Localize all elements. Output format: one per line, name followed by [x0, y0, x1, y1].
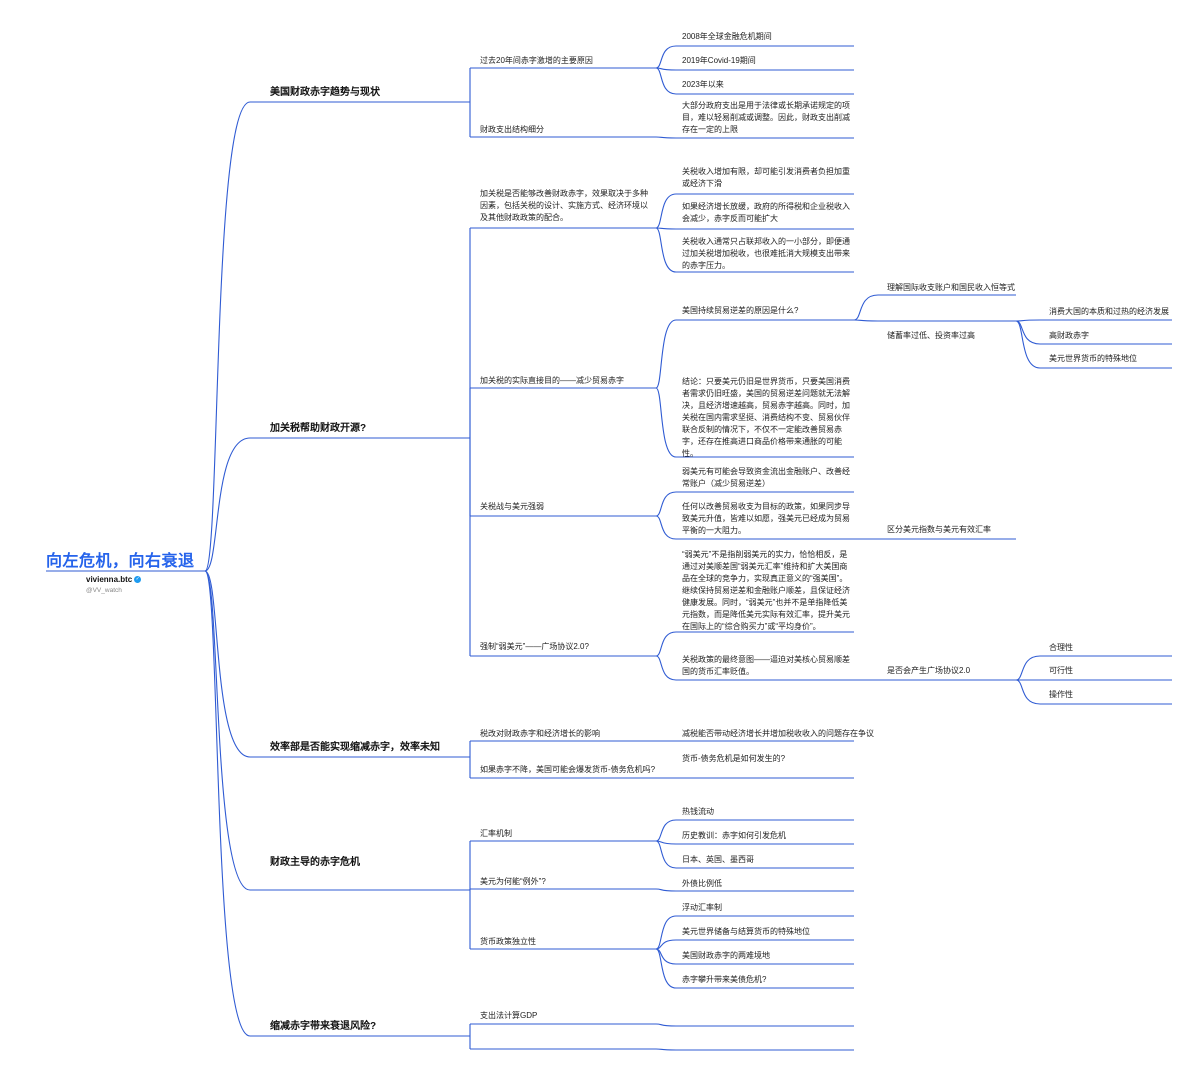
connector — [655, 193, 677, 229]
connector — [204, 570, 251, 1037]
connector — [1015, 655, 1041, 681]
node-deficit-reason: 美国持续贸易逆差的原因是什么? — [682, 306, 799, 315]
connector — [655, 948, 677, 989]
node-savings-low: 储蓄率过低、投资率过高 — [887, 331, 975, 340]
node-2023: 2023年以来 — [682, 80, 724, 89]
connector — [853, 294, 879, 321]
connector — [204, 101, 251, 572]
node-operability: 操作性 — [1049, 690, 1073, 699]
connector — [1015, 320, 1041, 369]
connector — [655, 136, 677, 139]
node-efficiency: 减税能否带动经济增长并增加税收收入的问题存在争议 — [682, 729, 874, 738]
node-conclusion: 结论：只要美元仍旧是世界货币，只要美国消费者需求仍旧旺盛，美国的贸易逆差问题就无… — [682, 377, 850, 458]
branch-dilemma: 缩减赤字带来衰退风险? — [270, 1021, 377, 1032]
connector — [655, 227, 677, 273]
connector — [655, 915, 677, 950]
root-title: 向左危机，向右衰退 — [46, 553, 195, 570]
node-monetary-independence: 美元世界储备与结算货币的特殊地位 — [682, 927, 810, 936]
node-countries: 外债比例低 — [682, 879, 722, 888]
connector — [655, 819, 677, 842]
node-hot-money: 日本、英国、墨西哥 — [682, 855, 754, 864]
connector — [655, 319, 677, 389]
node-reserve-currency: 赤字攀升带来美债危机? — [682, 975, 767, 984]
connector — [204, 437, 251, 572]
node-feasibility: 可行性 — [1049, 666, 1073, 675]
node-tariff-effect: 加关税是否能够改善财政赤字，效果取决于多种因素，包括关税的设计、实施方式、经济环… — [480, 189, 648, 222]
connector — [655, 939, 677, 950]
node-bop-identity: 理解国际收支账户和国民收入恒等式 — [887, 283, 1015, 292]
connector — [1015, 679, 1041, 705]
node-exchange-mechanism: 历史教训：赤字如何引发危机 — [682, 831, 786, 840]
connector — [655, 45, 677, 69]
node-growth-slow: 如果经济增长放缓，政府的所得税和企业税收入会减少，赤字反而可能扩大 — [682, 202, 850, 223]
node-tariff-dollar: 关税战与美元强弱 — [480, 502, 544, 511]
node-debt-crisis: 支出法计算GDP — [480, 1011, 538, 1020]
connector — [655, 840, 677, 869]
node-deficit-causes: 过去20年间赤字激增的主要原因 — [480, 56, 593, 65]
branch-currency-crisis: 财政主导的赤字危机 — [270, 857, 360, 868]
node-spending-limit: 大部分政府支出是用于法律或长期承诺规定的项目，难以轻易削减或调整。因此，财政支出… — [682, 101, 850, 134]
node-fiscal-crisis: 热钱流动 — [682, 807, 714, 816]
node-weak-dollar: 强制“弱美元”——广场协议2.0? — [480, 642, 589, 651]
connector — [655, 631, 677, 657]
node-weak-dollar-flow: 弱美元有可能会导致资金流出金融账户、改善经常账户（减少贸易逆差） — [682, 467, 850, 488]
node-floating-rate: 美国财政赤字的两难境地 — [682, 951, 770, 960]
node-dollar-exception: 货币政策独立性 — [480, 937, 536, 946]
node-low-debt: 浮动汇率制 — [682, 903, 722, 912]
connector — [853, 319, 879, 322]
node-dollar-index: 区分美元指数与美元有效汇率 — [887, 525, 991, 534]
node-tax-cut: 货币-债务危机是如何发生的? — [682, 754, 786, 763]
node-strong-dollar: 任何以改善贸易收支为目标的政策，如果同步导致美元升值，皆难以如愿，强美元已经成为… — [682, 502, 850, 535]
node-weak-dollar-meaning: “弱美元”不是指削弱美元的实力，恰恰相反，是通过对美顺差国“弱美元汇率”维持和扩… — [682, 550, 850, 631]
node-plaza-accord: 是否会产生广场协议2.0 — [887, 666, 971, 675]
node-high-deficit: 高财政赤字 — [1049, 331, 1089, 340]
node-consumption: 消费大国的本质和过热的经济发展 — [1049, 307, 1169, 316]
connector — [655, 387, 677, 458]
branch-tariff-revenue: 加关税帮助财政开源? — [270, 423, 367, 434]
branch-other-ways: 效率部是否能实现缩减赤字，效率未知 — [270, 742, 440, 753]
node-tariff-limited: 关税收入增加有限，却可能引发消费者负担加重或经济下滑 — [682, 167, 850, 188]
node-2019: 2019年Covid-19期间 — [682, 56, 756, 65]
connector — [204, 570, 251, 891]
connector — [655, 1048, 677, 1051]
author-name: vivienna.btc✓ — [86, 575, 142, 584]
connector — [655, 655, 677, 681]
node-crisis-how: 汇率机制 — [480, 829, 512, 838]
connector — [655, 67, 677, 95]
connector — [655, 1023, 677, 1027]
node-history: 美元为何能“例外”? — [480, 877, 546, 886]
node-spending-structure: 财政支出结构细分 — [480, 125, 544, 134]
node-tariff-purpose: 加关税的实际直接目的——减少贸易赤字 — [480, 376, 624, 385]
node-doge: 税改对财政赤字和经济增长的影响 — [480, 729, 600, 738]
connector — [204, 570, 251, 758]
node-tariff-small: 关税收入通常只占联邦收入的一小部分，即便通过加关税增加税收，也很难抵消大规模支出… — [682, 237, 850, 270]
connector — [655, 491, 677, 517]
author-handle: @VV_watch — [86, 587, 122, 594]
verified-badge-icon: ✓ — [134, 576, 142, 584]
node-rationality: 合理性 — [1049, 643, 1073, 652]
node-2008: 2008年全球金融危机期间 — [682, 32, 772, 41]
node-tariff-intent: 关税政策的最终意图——逼迫对美核心贸易顺差国的货币汇率贬值。 — [682, 655, 850, 676]
connector — [655, 888, 677, 892]
connector — [655, 515, 677, 540]
node-tax-reform: 如果赤字不降，美国可能会爆发货币-债务危机吗? — [480, 765, 656, 774]
node-dollar-status: 美元世界货币的特殊地位 — [1049, 354, 1137, 363]
branch-deficit-trend: 美国财政赤字趋势与现状 — [270, 87, 380, 98]
